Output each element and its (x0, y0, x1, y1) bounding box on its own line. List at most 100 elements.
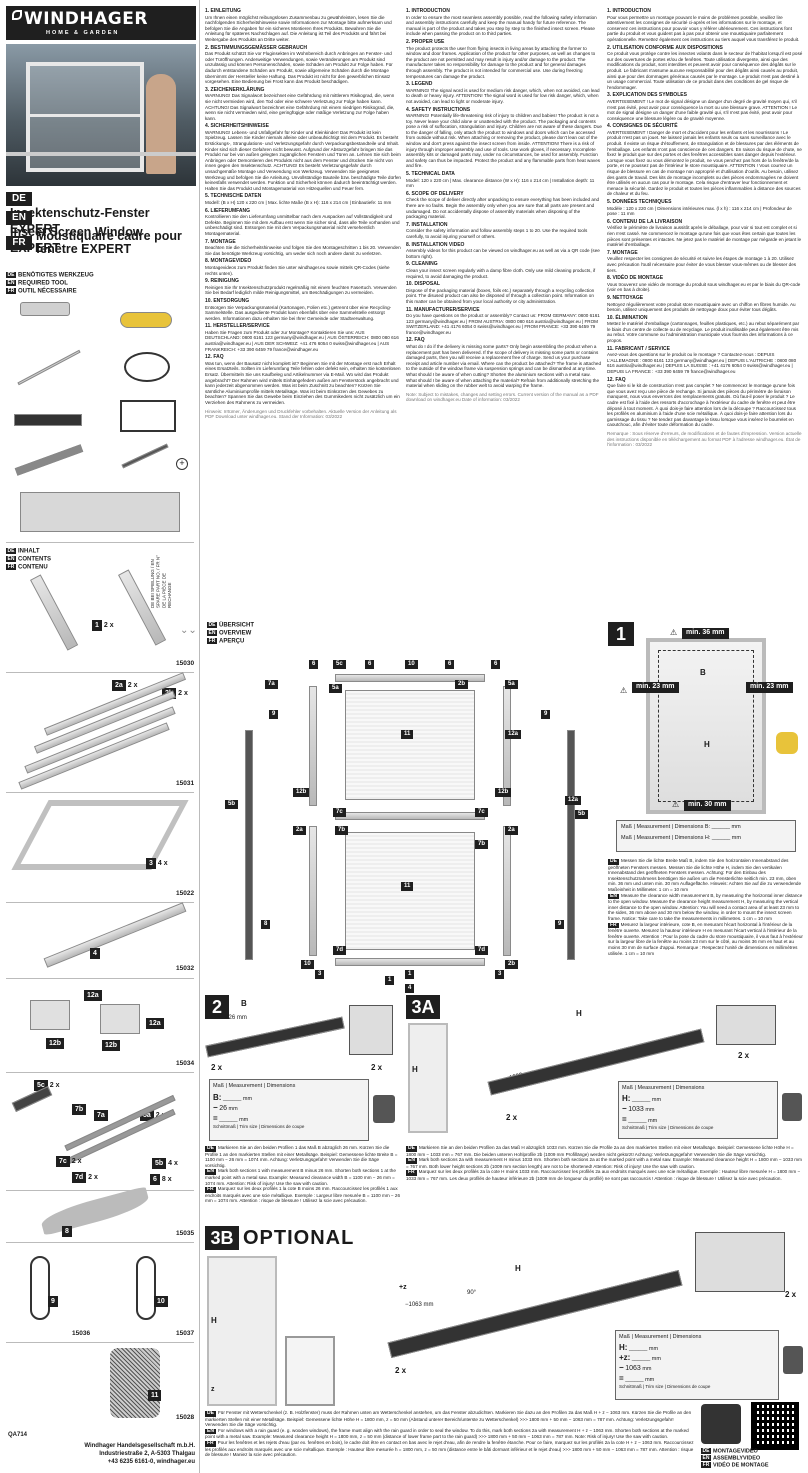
tape-measure-icon (776, 732, 798, 754)
overview-part-label: 10 (301, 960, 314, 969)
section-heading: 3. LEGEND (406, 81, 433, 88)
section-heading: 4. CONSIGNES DE SÉCURITÉ (607, 123, 678, 130)
hero-image (6, 44, 196, 186)
section-text: Vous trouverez une vidéo de montage du p… (607, 281, 801, 293)
overview-part-label: 2b (455, 680, 469, 689)
z-label: +z (399, 1284, 407, 1291)
overview-part-label: 9 (269, 710, 279, 719)
section-text: Hinweis: Irrtümer, Änderungen und Druckf… (205, 408, 397, 420)
h-label: H (704, 740, 710, 749)
overview-part-label: 7b (475, 840, 489, 849)
qty-label: 2 x (785, 1290, 797, 1299)
bottom-profile (335, 958, 485, 966)
section-heading: 7. MONTAGE (607, 249, 638, 256)
part-2b-profile (18, 722, 170, 790)
top-profile (335, 674, 485, 682)
hacksaw-icon (120, 400, 176, 432)
section-heading: 2. UTILISATION CONFORME AUX DISPOSITIONS (607, 44, 723, 51)
step2-measurement-box: Maß | Measurement | Dimensions B: ______… (209, 1079, 369, 1141)
overview-part-label: 5a (505, 680, 518, 689)
window-illustration (408, 1023, 448, 1133)
part-code: 15032 (176, 965, 195, 972)
part-code: 15030 (176, 660, 195, 667)
part-11-badge: 11 (148, 1390, 162, 1401)
step-number: 1 (608, 622, 634, 646)
qr-code[interactable] (751, 1402, 799, 1450)
section-heading: 11. FABRICANT / SERVICE (607, 345, 670, 352)
section-heading: 11. MANUFACTURER/SERVICE (406, 306, 480, 313)
bird-logo-icon (12, 10, 22, 20)
section-text: WARNING! Potentially life-threatening ri… (406, 113, 602, 169)
section-text: Mettez le matériel d'emballage (cartonna… (607, 321, 800, 344)
section-heading: 6. CONTENU DE LA LIVRAISON (607, 218, 683, 225)
section-text: Note: Subject to mistakes, changes and s… (406, 391, 599, 403)
part-10-badge: 10 (154, 1296, 168, 1307)
section-heading: 10. ÉLIMINATION (607, 314, 648, 321)
overview-part-label: 8 (261, 920, 271, 929)
overview-part-label: 2a (293, 826, 306, 835)
overview-part-label: 1 (385, 976, 395, 985)
person-illustration (146, 74, 176, 174)
section-text: In order to ensure the most seamless ass… (406, 14, 597, 37)
section-heading: 4. SICHERHEITSHINWEISE (205, 123, 269, 130)
section-heading: 8. MONTAGEVIDEO (205, 258, 252, 265)
overview-part-label: 9 (541, 710, 551, 719)
chevron-down-icon: ⌄⌄ (180, 625, 197, 636)
step-2-panel: 2 B −26 mm 2 x 2 x Maß | Measurement | D… (205, 995, 401, 1223)
section-heading: 1. EINLEITUNG (205, 8, 241, 14)
title-de: DEInsektenschutz-Fenster EXPERT (6, 192, 196, 236)
b-label: B (241, 999, 247, 1008)
cutter-knife-icon (14, 414, 82, 426)
section-heading: 7. INSTALLATION (406, 221, 448, 228)
section-text: Assembly videos for this product can be … (406, 248, 600, 259)
title-en: ENInsect Screen Window EXPERT (6, 211, 196, 255)
left-lower-profile (309, 826, 317, 956)
section-text: Do you have questions on the product or … (406, 313, 600, 335)
warning-icon: ⚠ (670, 628, 678, 637)
overview-part-label: 12b (293, 788, 310, 797)
part-12b-badge: 12b (102, 1040, 121, 1051)
h-label: H (211, 1316, 217, 1325)
overview-part-label: 12a (505, 730, 522, 739)
overview-part-label: 1 (405, 970, 415, 979)
part-12-bracket (30, 1000, 70, 1030)
h-label: H (412, 1065, 418, 1074)
step-number: 2 (205, 995, 229, 1019)
file-icon (14, 444, 84, 476)
section-text: WARNUNG! Lebens- und Unfallgefahr für Ki… (205, 129, 401, 191)
upper-mesh-panel (345, 690, 475, 800)
overview-part-label: 3 (495, 970, 505, 979)
section-heading: 7. MONTAGE (205, 238, 236, 245)
overview-part-label: 7c (475, 808, 488, 817)
pencil-icon (17, 349, 81, 386)
section-text: Um Ihnen einen möglichst reibungslosen Z… (205, 14, 392, 42)
section-heading: 1. INTRODUCTION (406, 8, 450, 14)
left-upper-profile (309, 686, 317, 806)
part-8-tool (39, 1186, 151, 1236)
section-heading: 10. DISPOSAL (406, 281, 440, 288)
spare-part-label: DE BEI SPIELUNG / EN SPARE PART NO. / FR… (150, 555, 172, 608)
part-code: 15031 (176, 780, 195, 787)
section-heading: 5. DONNÉES TECHNIQUES (607, 199, 672, 205)
section-text: Modèle : 120 x 220 cm | Dimensions intér… (607, 205, 792, 217)
min-left-label: min. 23 mm (632, 682, 679, 693)
section-text: WARNING! The signal word is used for med… (406, 87, 600, 104)
section-text: Was tun, wenn der Bausatz nicht komplett… (205, 360, 401, 405)
part-code: 15028 (176, 1414, 195, 1421)
overview-part-label: 11 (401, 882, 414, 891)
min-right-label: min. 23 mm (746, 682, 793, 693)
part-12a-badge: 12a (146, 1018, 164, 1029)
section-heading: 5. TECHNICAL DATA (406, 171, 455, 178)
